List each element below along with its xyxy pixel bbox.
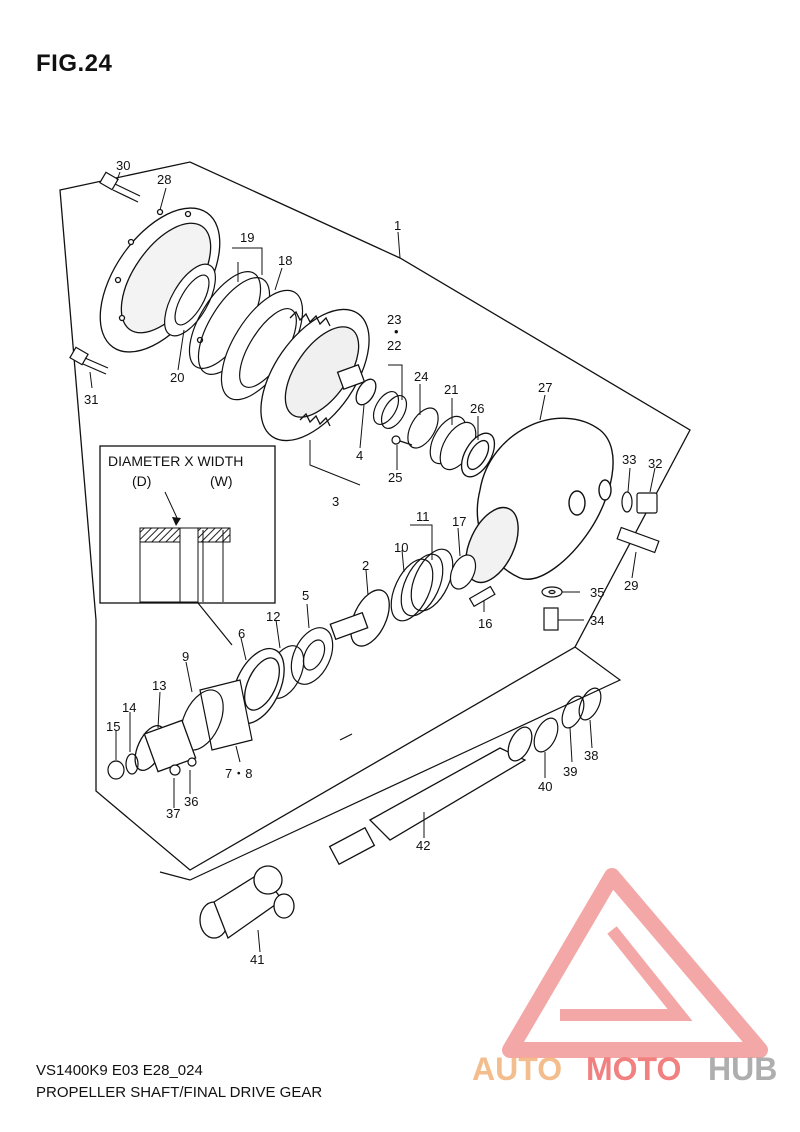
bolt-34 [543,607,559,631]
watermark-logo [502,868,768,1058]
bolt-30 [99,171,141,203]
callout-13: 13 [152,678,166,693]
callout-3: 3 [332,494,339,509]
callout-12: 12 [266,609,280,624]
callout-23-dot: • [394,324,399,339]
callout-29: 29 [624,578,638,593]
watermark-text-auto: AUTO [472,1051,562,1087]
callout-24: 24 [414,369,428,384]
callout-38: 38 [584,748,598,763]
callout-21: 21 [444,382,458,397]
model-code: VS1400K9 E03 E28_024 [36,1062,203,1079]
watermark-wordmark: AUTO MOTO HUB [472,1051,777,1087]
plug-32 [636,492,658,514]
inset-pointer-line [197,602,233,646]
callout-20: 20 [170,370,184,385]
nut-36-37 [169,757,197,776]
inset-label-w: (W) [210,473,233,489]
pinion-gear-2 [329,589,390,647]
callout-2: 2 [362,558,369,573]
watermark-text-moto: MOTO [586,1051,681,1087]
figure-caption: PROPELLER SHAFT/FINAL DRIVE GEAR [36,1084,323,1101]
callout-32: 32 [648,456,662,471]
oring-14 [125,753,139,775]
callout-36: 36 [184,794,198,809]
universal-joint-41 [199,865,295,940]
callout-35: 35 [590,585,604,600]
washer-35 [541,586,563,598]
bleeder-16 [468,585,496,608]
flange-ring-part [99,207,221,353]
plate-7-8 [199,679,253,751]
inset-arrowhead [172,517,181,526]
callout-9: 9 [182,649,189,664]
callout-1: 1 [394,218,401,233]
callout-22: 22 [387,338,401,353]
callout-37: 37 [166,806,180,821]
plate-24 [407,407,439,449]
shim-22 [372,391,408,429]
screw-25 [391,435,413,446]
callout-4: 4 [356,448,363,463]
callout-18: 18 [278,253,292,268]
watermark-triangle-inner [560,926,693,1021]
rings-38-39-40 [533,687,602,753]
watermark-triangle-outer [502,868,768,1058]
callout-30: 30 [116,158,130,173]
figure-title: FIG.24 [36,50,113,77]
callout-5: 5 [302,588,309,603]
inset-box: DIAMETER X WIDTH (D) (W) [99,445,276,604]
boundary-dash [339,733,353,741]
callout-40: 40 [538,779,552,794]
inset-title: DIAMETER X WIDTH [108,453,243,469]
propeller-shaft-42 [328,726,533,866]
callout-6: 6 [238,626,245,641]
callout-11: 11 [416,509,430,524]
callout-39: 39 [563,764,577,779]
circlip-4 [355,378,377,406]
oil-seal-20 [164,263,216,337]
bearing-17 [449,554,477,590]
callout-25: 25 [388,470,402,485]
callout-15: 15 [106,719,120,734]
bolt-31 [69,346,109,375]
bearing-5 [290,627,334,685]
callout-28: 28 [157,172,171,187]
callout-7-8: 7・8 [225,766,252,781]
callout-41: 41 [250,952,264,967]
seal-26 [460,432,496,478]
shim-10-11 [390,548,454,622]
final-drive-case-27 [465,417,614,584]
callout-14: 14 [122,700,136,715]
boundary-lower-line [159,646,622,881]
ring-gear-3 [260,308,370,442]
callout-16: 16 [478,616,492,631]
inset-label-d: (D) [132,473,151,489]
nut-15 [107,760,125,780]
inset-arrow [164,491,179,521]
callout-17: 17 [452,514,466,529]
breather-29 [616,526,660,554]
watermark-text-hub: HUB [708,1051,777,1087]
callout-31: 31 [84,392,98,407]
callout-19: 19 [240,230,254,245]
callout-26: 26 [470,401,484,416]
gasket-33 [621,491,633,513]
callout-labels: 30 28 1 19 18 20 31 23 • 22 24 21 26 27 … [84,158,662,967]
callout-23: 23 [387,312,401,327]
callout-27: 27 [538,380,552,395]
coupling-13 [134,719,197,773]
leader-lines [89,171,656,953]
callout-10: 10 [394,540,408,555]
callout-42: 42 [416,838,430,853]
callout-34: 34 [590,613,604,628]
callout-33: 33 [622,452,636,467]
